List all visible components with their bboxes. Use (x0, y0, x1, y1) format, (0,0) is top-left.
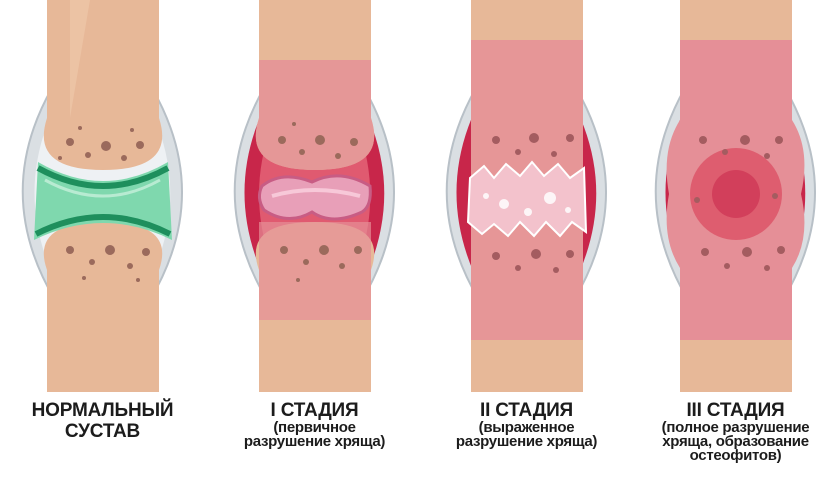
panel-stage-3: III СТАДИЯ (полное разрушение хряща, обр… (633, 0, 838, 478)
stage-2-joint-illustration (424, 0, 629, 400)
stage-title: НОРМАЛЬНЫЙ (0, 400, 205, 421)
stage-caption: I СТАДИЯ (первичное разрушение хряща) (212, 400, 417, 449)
stage-caption: НОРМАЛЬНЫЙ СУСТАВ (0, 400, 205, 442)
stage-3-joint-illustration (633, 0, 838, 400)
stage-title: III СТАДИЯ (633, 400, 838, 421)
panel-stage-2: II СТАДИЯ (выраженное разрушение хряща) (424, 0, 629, 478)
stage-title: I СТАДИЯ (212, 400, 417, 421)
stage-caption: III СТАДИЯ (полное разрушение хряща, обр… (633, 400, 838, 463)
stage-title: II СТАДИЯ (424, 400, 629, 421)
stage-description-line2: разрушение хряща) (424, 435, 629, 449)
stage-caption: II СТАДИЯ (выраженное разрушение хряща) (424, 400, 629, 449)
panel-stage-1: I СТАДИЯ (первичное разрушение хряща) (212, 0, 417, 478)
stage-description-line2: разрушение хряща) (212, 435, 417, 449)
stage-title-line2: СУСТАВ (0, 421, 205, 442)
stage-description-line3: остеофитов) (633, 449, 838, 463)
panel-normal-joint: НОРМАЛЬНЫЙ СУСТАВ (0, 0, 205, 478)
normal-joint-illustration (0, 0, 205, 400)
stage-1-joint-illustration (212, 0, 417, 400)
